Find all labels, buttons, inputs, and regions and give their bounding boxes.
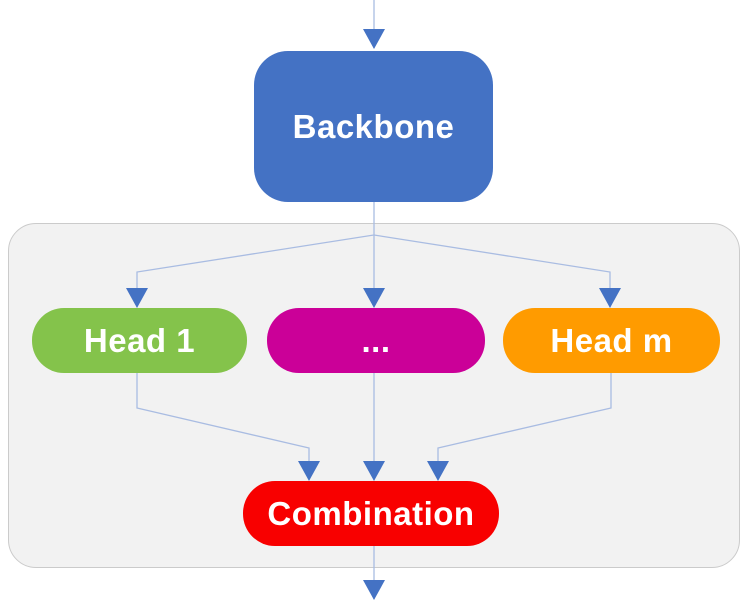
node-label: Combination: [267, 494, 475, 532]
node-ellipsis: ...: [267, 308, 485, 373]
node-head-m: Head m: [503, 308, 720, 373]
node-backbone: Backbone: [254, 51, 493, 202]
node-head-1: Head 1: [32, 308, 247, 373]
node-label: Head m: [550, 321, 673, 359]
node-label: Backbone: [292, 107, 455, 145]
node-label: Head 1: [83, 321, 196, 359]
node-label: ...: [361, 321, 391, 359]
node-combination: Combination: [243, 481, 499, 546]
